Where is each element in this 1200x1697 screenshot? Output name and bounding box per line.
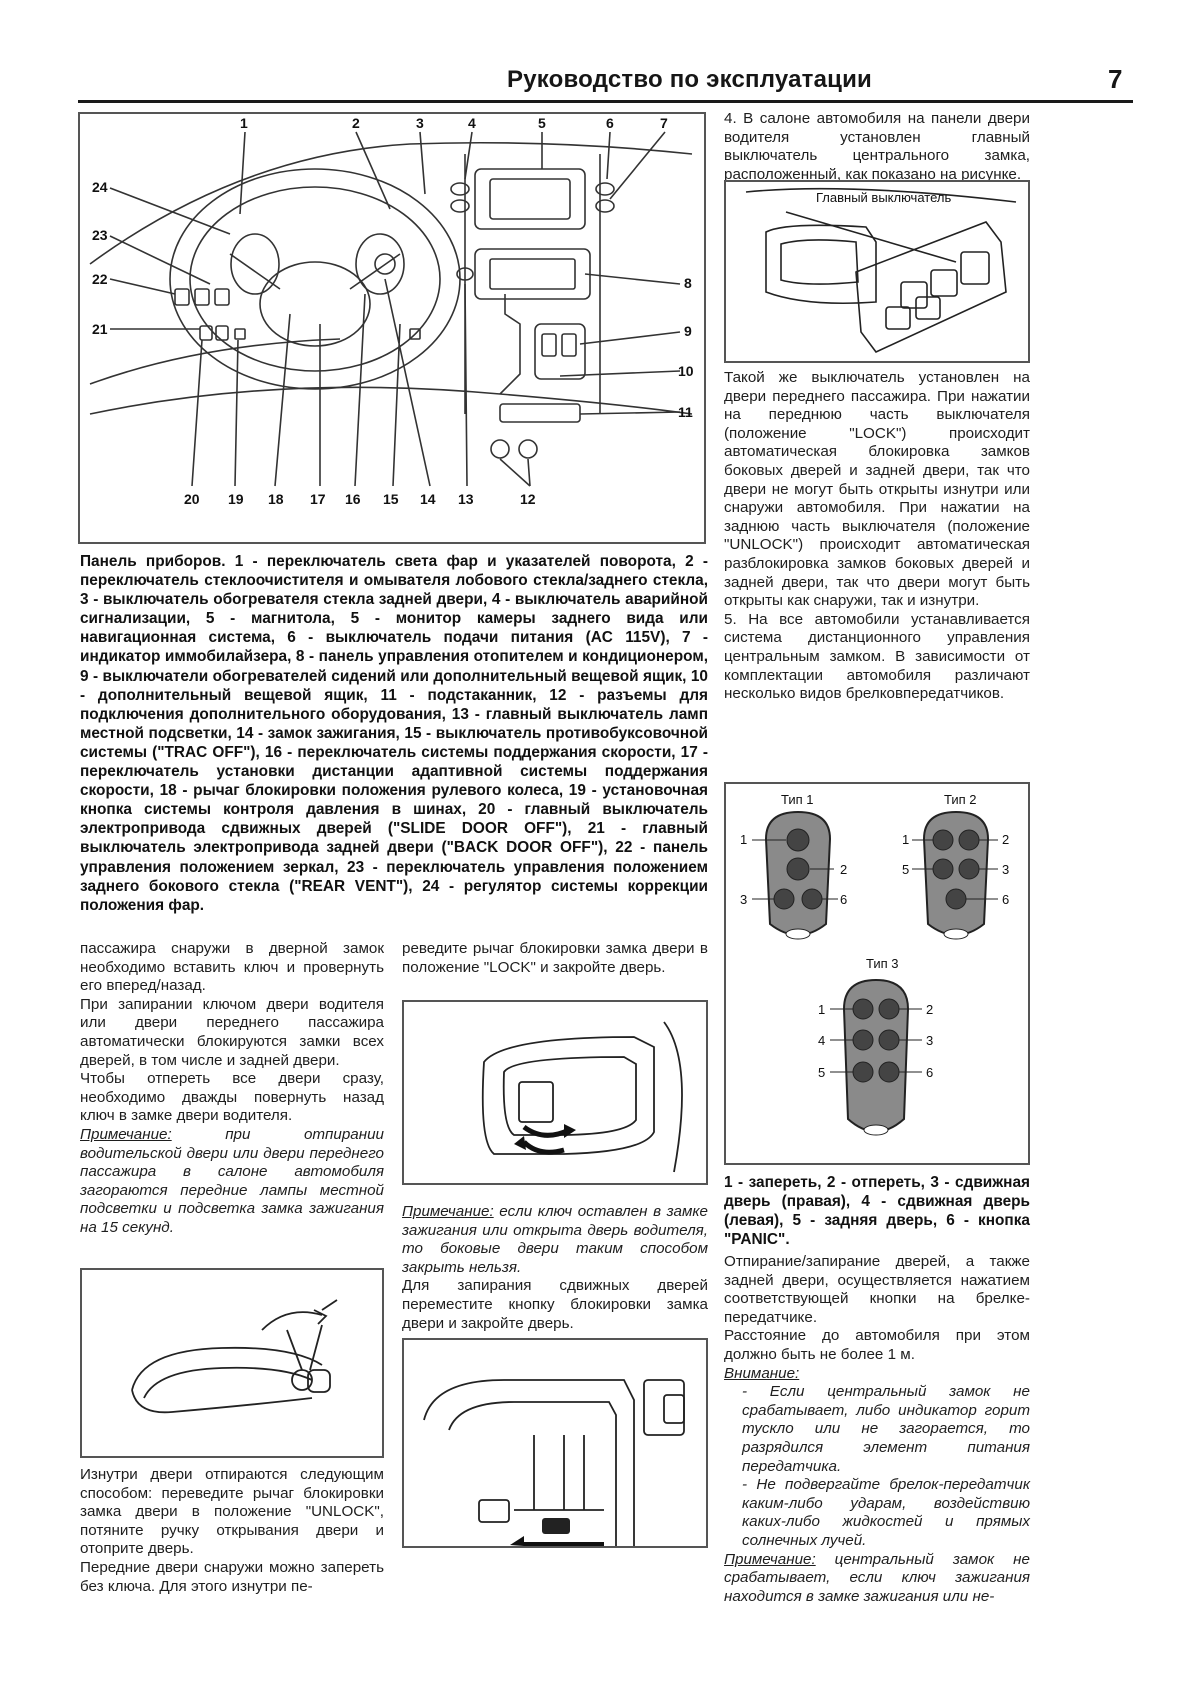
warning-label-text: Внимание: <box>724 1364 800 1382</box>
key-lock-figure <box>80 1268 384 1458</box>
middle-column: реведите рычаг блокировки замка двери в … <box>402 940 708 977</box>
callout-17: 17 <box>310 491 326 507</box>
middle-note-text: если ключ оставлен в замке зажигания или… <box>402 1203 708 1276</box>
callout-5: 5 <box>538 115 546 131</box>
remote-fobs-figure: Тип 1 Тип 2 Тип 3 1 2 3 6 1 <box>724 782 1030 1165</box>
warning-item-1: - Если центральный замок не срабатывает,… <box>742 1383 1030 1475</box>
callout-13: 13 <box>458 491 474 507</box>
left-column: пассажира снаружи в дверной замок необхо… <box>80 940 384 1238</box>
page-number: 7 <box>1108 64 1123 94</box>
warning-label: Внимание: <box>724 1365 1030 1384</box>
warning-item-2: - Не подвергайте брелок-передатчик каким… <box>742 1476 1030 1549</box>
right-column-middle: Такой же выключатель установлен на двери… <box>724 369 1030 704</box>
callout-10: 10 <box>678 363 694 379</box>
dashboard-caption: Панель приборов. 1 - переключатель света… <box>80 552 708 915</box>
t1-label-6: 6 <box>840 892 847 907</box>
t3-label-4: 4 <box>818 1033 825 1048</box>
t1-label-3: 3 <box>740 892 747 907</box>
callout-4: 4 <box>468 115 476 131</box>
master-switch-label: Главный выключатель <box>816 190 951 205</box>
left-paragraph-1: пассажира снаружи в дверной замок необхо… <box>80 940 384 995</box>
callout-21: 21 <box>92 321 108 337</box>
key-lock-drawing <box>131 1299 338 1414</box>
right-note: Примечание: центральный замок не срабаты… <box>724 1551 1030 1607</box>
t2-label-1: 1 <box>902 832 909 847</box>
t3-label-3: 3 <box>926 1033 933 1048</box>
callout-23: 23 <box>92 227 108 243</box>
middle-paragraph-2: Для запирания сдвижных дверей переместит… <box>402 1277 708 1332</box>
callout-12: 12 <box>520 491 536 507</box>
callout-1: 1 <box>240 115 248 131</box>
right-note-label: Примечание: <box>724 1550 816 1568</box>
callout-14: 14 <box>420 491 436 507</box>
remote-caption: 1 - запереть, 2 - отпереть, 3 - сдвижная… <box>724 1173 1030 1249</box>
callout-11: 11 <box>678 404 693 420</box>
remote-type-3-label: Тип 3 <box>866 956 899 971</box>
remote-type-3: 1 2 4 3 5 6 <box>818 978 933 1136</box>
page-header-title: Руководство по эксплуатации <box>507 66 872 93</box>
t3-label-2: 2 <box>926 1002 933 1017</box>
remote-type-1-label: Тип 1 <box>781 792 814 807</box>
dashboard-drawing: 1 2 3 4 5 6 7 8 9 10 11 12 13 14 15 16 1… <box>89 115 694 507</box>
middle-paragraph-1: реведите рычаг блокировки замка двери в … <box>402 940 708 976</box>
callout-20: 20 <box>184 491 200 507</box>
remote-type-2: 1 2 5 3 6 <box>902 810 1009 940</box>
middle-note: Примечание: если ключ оставлен в замке з… <box>402 1203 708 1277</box>
remote-caption-text: 1 - запереть, 2 - отпереть, 3 - сдвижная… <box>724 1174 1030 1249</box>
middle-column-notes: Примечание: если ключ оставлен в замке з… <box>402 1203 708 1333</box>
inner-handle-drawing <box>481 1021 683 1173</box>
t3-label-5: 5 <box>818 1065 825 1080</box>
t2-label-2: 2 <box>1002 832 1009 847</box>
left-paragraph-4: Изнутри двери отпираются следующим спосо… <box>80 1466 384 1558</box>
header-divider <box>78 100 1133 103</box>
dashboard-figure: 1 2 3 4 5 6 7 8 9 10 11 12 13 14 15 16 1… <box>78 112 706 544</box>
t1-label-1: 1 <box>740 832 747 847</box>
callout-2: 2 <box>352 115 360 131</box>
callout-16: 16 <box>345 491 361 507</box>
master-switch-figure: Главный выключатель <box>724 180 1030 363</box>
right-column-bottom: Отпирание/запирание дверей, а также задн… <box>724 1253 1030 1606</box>
left-note: Примечание: при отпирании водительской д… <box>80 1126 384 1238</box>
left-paragraph-3: Чтобы отпереть все двери сразу, необходи… <box>80 1070 384 1125</box>
callout-8: 8 <box>684 275 692 291</box>
master-switch-drawing: Главный выключатель <box>745 187 1017 353</box>
remote-type-1: 1 2 3 6 <box>740 810 847 940</box>
remote-fobs-drawing: Тип 1 Тип 2 Тип 3 1 2 3 6 1 <box>740 792 1009 1136</box>
inner-handle-figure <box>402 1000 708 1185</box>
middle-note-label: Примечание: <box>402 1203 494 1220</box>
remote-type-2-label: Тип 2 <box>944 792 977 807</box>
right-note-text: центральный замок не срабатывает, если к… <box>724 1550 1030 1605</box>
right-paragraph-1: 4. В салоне автомобиля на панели двери в… <box>724 110 1030 183</box>
right-paragraph-3: 5. На все автомобили устанавливается сис… <box>724 610 1030 703</box>
t2-label-6: 6 <box>1002 892 1009 907</box>
callout-18: 18 <box>268 491 284 507</box>
left-note-text: при отпирании водительской двери или две… <box>80 1125 384 1236</box>
callout-24: 24 <box>92 179 108 195</box>
dashboard-caption-text: Панель приборов. 1 - переключатель света… <box>80 553 708 914</box>
left-note-label: Примечание: <box>80 1125 172 1143</box>
callout-3: 3 <box>416 115 424 131</box>
t3-label-6: 6 <box>926 1065 933 1080</box>
callout-15: 15 <box>383 491 399 507</box>
right-paragraph-5: Расстояние до автомобиля при этом должно… <box>724 1327 1030 1363</box>
callout-7: 7 <box>660 115 668 131</box>
right-column-top: 4. В салоне автомобиля на панели двери в… <box>724 110 1030 184</box>
t2-label-3: 3 <box>1002 862 1009 877</box>
right-paragraph-4: Отпирание/запирание дверей, а также задн… <box>724 1253 1030 1326</box>
sliding-door-drawing <box>423 1379 685 1546</box>
sliding-door-figure <box>402 1338 708 1548</box>
t1-label-2: 2 <box>840 862 847 877</box>
left-column-bottom: Изнутри двери отпираются следующим спосо… <box>80 1466 384 1596</box>
t2-label-5: 5 <box>902 862 909 877</box>
callout-9: 9 <box>684 323 692 339</box>
left-paragraph-2: При запирании ключом двери водителя или … <box>80 995 384 1069</box>
callout-19: 19 <box>228 491 244 507</box>
left-paragraph-5: Передние двери снаружи можно запереть бе… <box>80 1558 384 1595</box>
right-paragraph-2: Такой же выключатель установлен на двери… <box>724 369 1030 610</box>
callout-6: 6 <box>606 115 614 131</box>
t3-label-1: 1 <box>818 1002 825 1017</box>
callout-22: 22 <box>92 271 108 287</box>
